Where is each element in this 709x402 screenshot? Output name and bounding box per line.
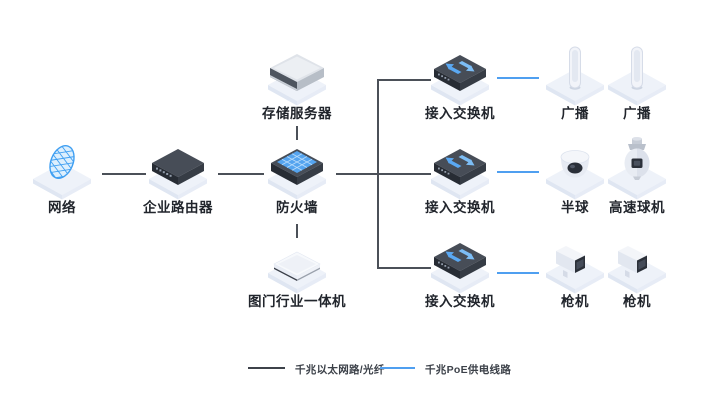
globe-icon	[33, 142, 91, 200]
access-switch-icon	[431, 243, 489, 294]
link-firewall-aio	[296, 224, 298, 238]
node-dome: 半球	[520, 136, 630, 216]
node-label-broadcast-1: 广播	[561, 106, 589, 121]
node-label-broadcast-2: 广播	[623, 106, 651, 121]
node-label-bullet-2: 枪机	[623, 294, 651, 309]
poe-link-switch-bottom-bullets	[497, 272, 539, 274]
node-label-switch-mid: 接入交换机	[425, 200, 495, 215]
node-label-router: 企业路由器	[143, 200, 213, 215]
node-broadcast-1: 广播	[520, 42, 630, 122]
node-label-dome: 半球	[561, 200, 589, 215]
legend-poe-label: 千兆PoE供电线路	[425, 364, 512, 376]
legend-ethernet-line-sample	[248, 367, 285, 369]
node-bullet-2: 枪机	[582, 230, 692, 310]
speaker-column-icon	[546, 46, 604, 106]
bullet-camera-icon	[546, 246, 604, 294]
node-router: 企业路由器	[123, 136, 233, 216]
poe-link-switch-top-broadcast	[497, 77, 539, 79]
node-switch-bottom: 接入交换机	[405, 230, 515, 310]
node-network: 网络	[7, 136, 117, 216]
poe-link-switch-mid-cameras	[497, 171, 539, 173]
dome-camera-icon	[546, 150, 604, 200]
legend-poe-line-sample	[380, 367, 415, 369]
node-firewall: 防火墙	[242, 136, 352, 216]
speaker-column-icon	[608, 46, 666, 106]
link-router-firewall	[218, 173, 264, 175]
speed-dome-camera-icon	[608, 137, 666, 200]
node-bullet-1: 枪机	[520, 230, 630, 310]
link-trunk-switch-bottom	[377, 267, 431, 269]
node-storage: 存储服务器	[242, 42, 352, 122]
access-switch-icon	[431, 149, 489, 200]
storage-server-icon	[268, 54, 326, 106]
link-trunk-vertical	[377, 79, 379, 269]
node-label-storage: 存储服务器	[262, 106, 332, 121]
node-label-switch-top: 接入交换机	[425, 106, 495, 121]
link-trunk-switch-top	[377, 79, 431, 81]
link-network-router	[102, 173, 146, 175]
all-in-one-icon	[268, 251, 326, 294]
legend-ethernet-label: 千兆以太网路/光纤	[295, 364, 385, 376]
node-label-network: 网络	[48, 200, 76, 215]
bullet-camera-icon	[608, 246, 666, 294]
link-storage-firewall	[296, 126, 298, 140]
node-broadcast-2: 广播	[582, 42, 692, 122]
router-icon	[149, 149, 207, 200]
node-label-switch-bottom: 接入交换机	[425, 294, 495, 309]
access-switch-icon	[431, 55, 489, 106]
firewall-icon	[268, 149, 326, 200]
node-speed-dome: 高速球机	[582, 136, 692, 216]
node-switch-mid: 接入交换机	[405, 136, 515, 216]
node-gate-aio: 图门行业一体机	[242, 230, 352, 310]
node-label-speed-dome: 高速球机	[609, 200, 665, 215]
node-label-gate-aio: 图门行业一体机	[248, 294, 346, 309]
link-firewall-trunk	[336, 173, 431, 175]
node-label-bullet-1: 枪机	[561, 294, 589, 309]
node-label-firewall: 防火墙	[276, 200, 318, 215]
node-switch-top: 接入交换机	[405, 42, 515, 122]
